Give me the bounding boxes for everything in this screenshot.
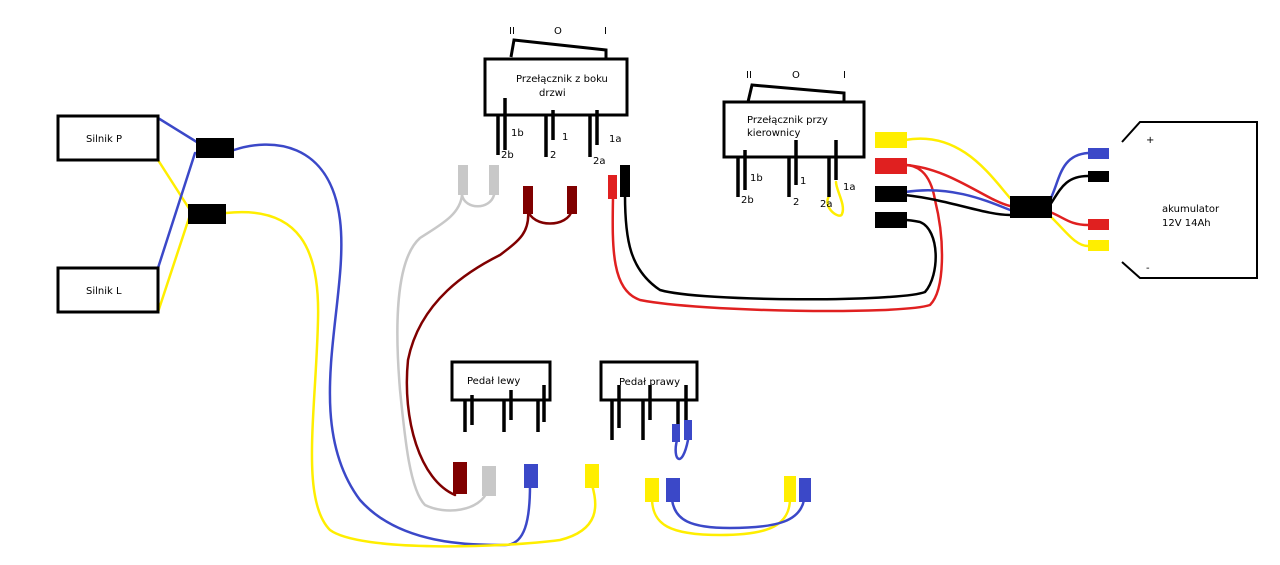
plug-black-steer-2 <box>875 212 907 228</box>
steering-switch-pos-i: I <box>843 70 846 81</box>
battery-outline <box>1121 121 1258 279</box>
wire-blue-bat <box>1048 151 1090 202</box>
battery-terminal-black <box>1088 171 1109 182</box>
motor-left-label: Silnik L <box>86 286 122 297</box>
plug-maroon-bottom <box>453 462 467 494</box>
wire-yellow-motor-l <box>156 213 192 314</box>
wires <box>156 116 1090 548</box>
wire-yellow-2a <box>826 180 845 217</box>
wire-yellow-bat <box>1048 214 1090 248</box>
door-switch-pos-ii: II <box>509 26 515 37</box>
plug-red-door <box>608 175 617 199</box>
door-switch-label-2: drzwi <box>539 88 566 99</box>
motor-right: Silnik P <box>56 114 160 162</box>
motor-left: Silnik L <box>56 266 160 314</box>
door-switch-pin-2b: 2b <box>501 150 514 161</box>
steering-switch-label-1: Przełącznik przy <box>747 115 828 126</box>
steering-switch-pin-2b: 2b <box>741 195 754 206</box>
pedal-left-label: Pedał lewy <box>467 376 520 387</box>
battery: + - akumulator 12V 14Ah <box>1121 121 1258 279</box>
battery-connector <box>1010 196 1052 218</box>
battery-terminal-blue <box>1088 148 1109 159</box>
steering-switch-pin-1a: 1a <box>843 182 856 193</box>
wire-maroon <box>405 208 530 497</box>
door-switch-pin-1a: 1a <box>609 134 622 145</box>
wire-blue-pedal-right <box>674 438 690 461</box>
door-switch: II O I Przełącznik z boku drzwi 1b 2b 1 … <box>483 26 629 167</box>
steering-switch-label-2: kierownicy <box>747 128 801 139</box>
wire-yellow-sw <box>903 137 1012 200</box>
plug-maroon-1 <box>523 186 533 214</box>
door-switch-pin-1b: 1b <box>511 128 524 139</box>
door-switch-pos-o: O <box>554 26 562 37</box>
wire-blue-motor-p <box>156 116 202 146</box>
steering-switch-pin-1b: 1b <box>750 173 763 184</box>
plug-red-steer <box>875 158 907 174</box>
door-switch-label-1: Przełącznik z boku <box>516 74 608 85</box>
pedal-left: Pedał lewy <box>450 360 552 432</box>
steering-switch-pos-o: O <box>792 70 800 81</box>
wire-black-sw <box>903 193 1012 217</box>
battery-label-1: akumulator <box>1162 204 1220 215</box>
battery-label-2: 12V 14Ah <box>1162 218 1211 229</box>
motor-connector-top <box>196 138 234 158</box>
wire-yellow-motor-p <box>156 158 192 212</box>
plug-gray-2 <box>489 165 499 195</box>
plug-gray-1 <box>458 165 468 195</box>
steering-switch-pin-2: 2 <box>793 197 799 208</box>
battery-plus: + <box>1146 135 1154 146</box>
plug-yellow-bottom-1 <box>585 464 599 488</box>
plug-black-steer-1 <box>875 186 907 202</box>
wire-blue-bottom <box>670 498 806 530</box>
door-switch-pin-2: 2 <box>550 150 556 161</box>
plug-blue-pedal-right-1 <box>672 424 680 442</box>
wire-gray <box>396 193 490 512</box>
plug-gray-bottom <box>482 466 496 496</box>
door-switch-pin-1: 1 <box>562 132 568 143</box>
plug-maroon-2 <box>567 186 577 214</box>
wire-yellow-long <box>224 210 597 548</box>
wire-black-main <box>623 193 937 301</box>
steering-switch-pin-1: 1 <box>800 176 806 187</box>
plug-blue-bottom-2 <box>666 478 680 502</box>
steering-switch-rocker <box>746 83 846 103</box>
plug-blue-bottom-3 <box>799 478 811 502</box>
plug-blue-bottom-1 <box>524 464 538 488</box>
plug-yellow-bottom-2 <box>645 478 659 502</box>
wire-maroon-bridge <box>526 208 574 225</box>
plug-yellow-steer <box>875 132 907 148</box>
battery-terminal-red <box>1088 219 1109 230</box>
wire-blue-motor-l <box>156 151 197 270</box>
steering-switch-pos-ii: II <box>746 70 752 81</box>
wire-red-sw <box>903 163 1012 208</box>
battery-minus: - <box>1146 263 1150 274</box>
motor-right-label: Silnik P <box>86 134 122 145</box>
battery-terminal-yellow <box>1088 240 1109 251</box>
wire-yellow-bottom <box>650 496 792 537</box>
steering-switch: II O I Przełącznik przy kierownicy 1b 2b… <box>722 70 866 210</box>
door-switch-pin-2a: 2a <box>593 156 606 167</box>
wire-red-bat <box>1048 210 1090 227</box>
steering-switch-pin-2a: 2a <box>820 199 833 210</box>
wire-black-bat <box>1048 174 1090 207</box>
plug-yellow-bottom-3 <box>784 476 796 502</box>
plug-black-door <box>620 165 630 197</box>
pedal-right-label: Pedał prawy <box>619 377 680 388</box>
pedal-right: Pedał prawy <box>599 360 699 440</box>
plug-blue-pedal-right-2 <box>684 420 692 440</box>
door-switch-pos-i: I <box>604 26 607 37</box>
wire-blue-sw <box>903 188 1012 212</box>
motor-connector-bottom <box>188 204 226 224</box>
door-switch-rocker <box>509 38 608 60</box>
wire-gray-bridge <box>460 193 496 208</box>
